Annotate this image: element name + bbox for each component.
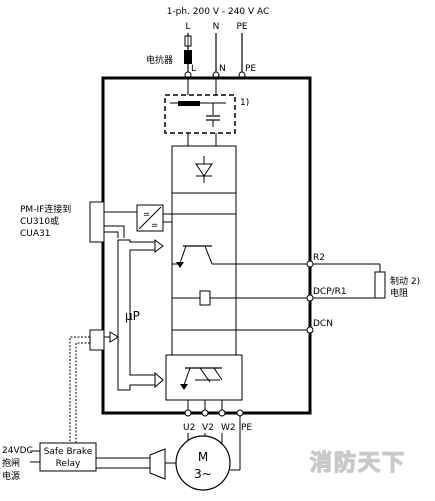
- motor-label-1: M: [198, 450, 208, 464]
- watermark: 消防天下: [310, 451, 406, 476]
- terminal-top-l: L: [185, 22, 190, 32]
- line-filter-box: [164, 94, 236, 134]
- relay-control-connector: [89, 329, 105, 351]
- diode-icon: [195, 163, 213, 177]
- up-arrow-bottom: [154, 371, 164, 389]
- pm-if-connector: [89, 201, 105, 243]
- pm-if-label-line3: CUA31: [20, 229, 50, 239]
- inverter-block: [165, 354, 243, 401]
- terminal-out-pe: [236, 409, 244, 417]
- inverter-switch-icon: [180, 384, 188, 390]
- micro-label: μP: [125, 309, 140, 323]
- terminal-u2: [184, 409, 192, 417]
- safe-brake-relay: [39, 442, 97, 472]
- filter-inductor: [178, 101, 200, 106]
- label-v2: V2: [202, 423, 214, 433]
- terminal-top-n: N: [213, 22, 220, 32]
- brake-resistor: [374, 271, 386, 299]
- pm-if-label-line2: CU310或: [20, 215, 59, 227]
- label-u2: U2: [183, 423, 195, 433]
- brake-resistor-label-1: 制动 2): [390, 275, 420, 287]
- relay-label-1: Safe Brake: [44, 447, 93, 457]
- supply-lines: [187, 33, 243, 75]
- motor-label-2: 3~: [194, 467, 212, 481]
- terminal-w2: [218, 409, 226, 417]
- supply-24v-label-1: 24VDC: [2, 446, 33, 456]
- dcdc-bottom-symbol: =: [151, 221, 158, 231]
- pm-if-label-line1: PM-IF连接到: [20, 203, 71, 215]
- supply-24v-label-2: 抱闸: [2, 457, 20, 469]
- relay-control-cable: [69, 336, 90, 443]
- label-dcn: DCN: [313, 319, 333, 329]
- brake-resistor-label-2: 电阻: [390, 287, 408, 299]
- line-reactor: [184, 50, 192, 64]
- dcdc-top-symbol: =: [143, 210, 150, 220]
- terminal-inner-l: L: [191, 64, 196, 74]
- label-r2: R2: [313, 253, 325, 263]
- supply-title: 1-ph. 200 V - 240 V AC: [167, 7, 270, 17]
- motor-brake: [149, 448, 166, 480]
- terminal-dcn: [306, 326, 314, 334]
- supply-24v-label-3: 电源: [2, 470, 20, 482]
- up-arrow-top: [154, 239, 164, 253]
- reactor-label: 电抗器: [146, 54, 173, 66]
- relay-label-2: Relay: [56, 459, 81, 469]
- terminal-inner-pe: PE: [245, 64, 256, 74]
- label-w2: W2: [221, 423, 236, 433]
- microprocessor-block: [117, 239, 156, 391]
- terminal-v2: [201, 409, 209, 417]
- filter-note: 1): [240, 98, 249, 108]
- label-dcp-r1: DCP/R1: [313, 287, 347, 297]
- terminal-inner-n: N: [219, 64, 226, 74]
- label-out-pe: PE: [241, 423, 252, 433]
- terminal-top-pe: PE: [236, 22, 247, 32]
- dc-link-capacitor: [199, 290, 211, 306]
